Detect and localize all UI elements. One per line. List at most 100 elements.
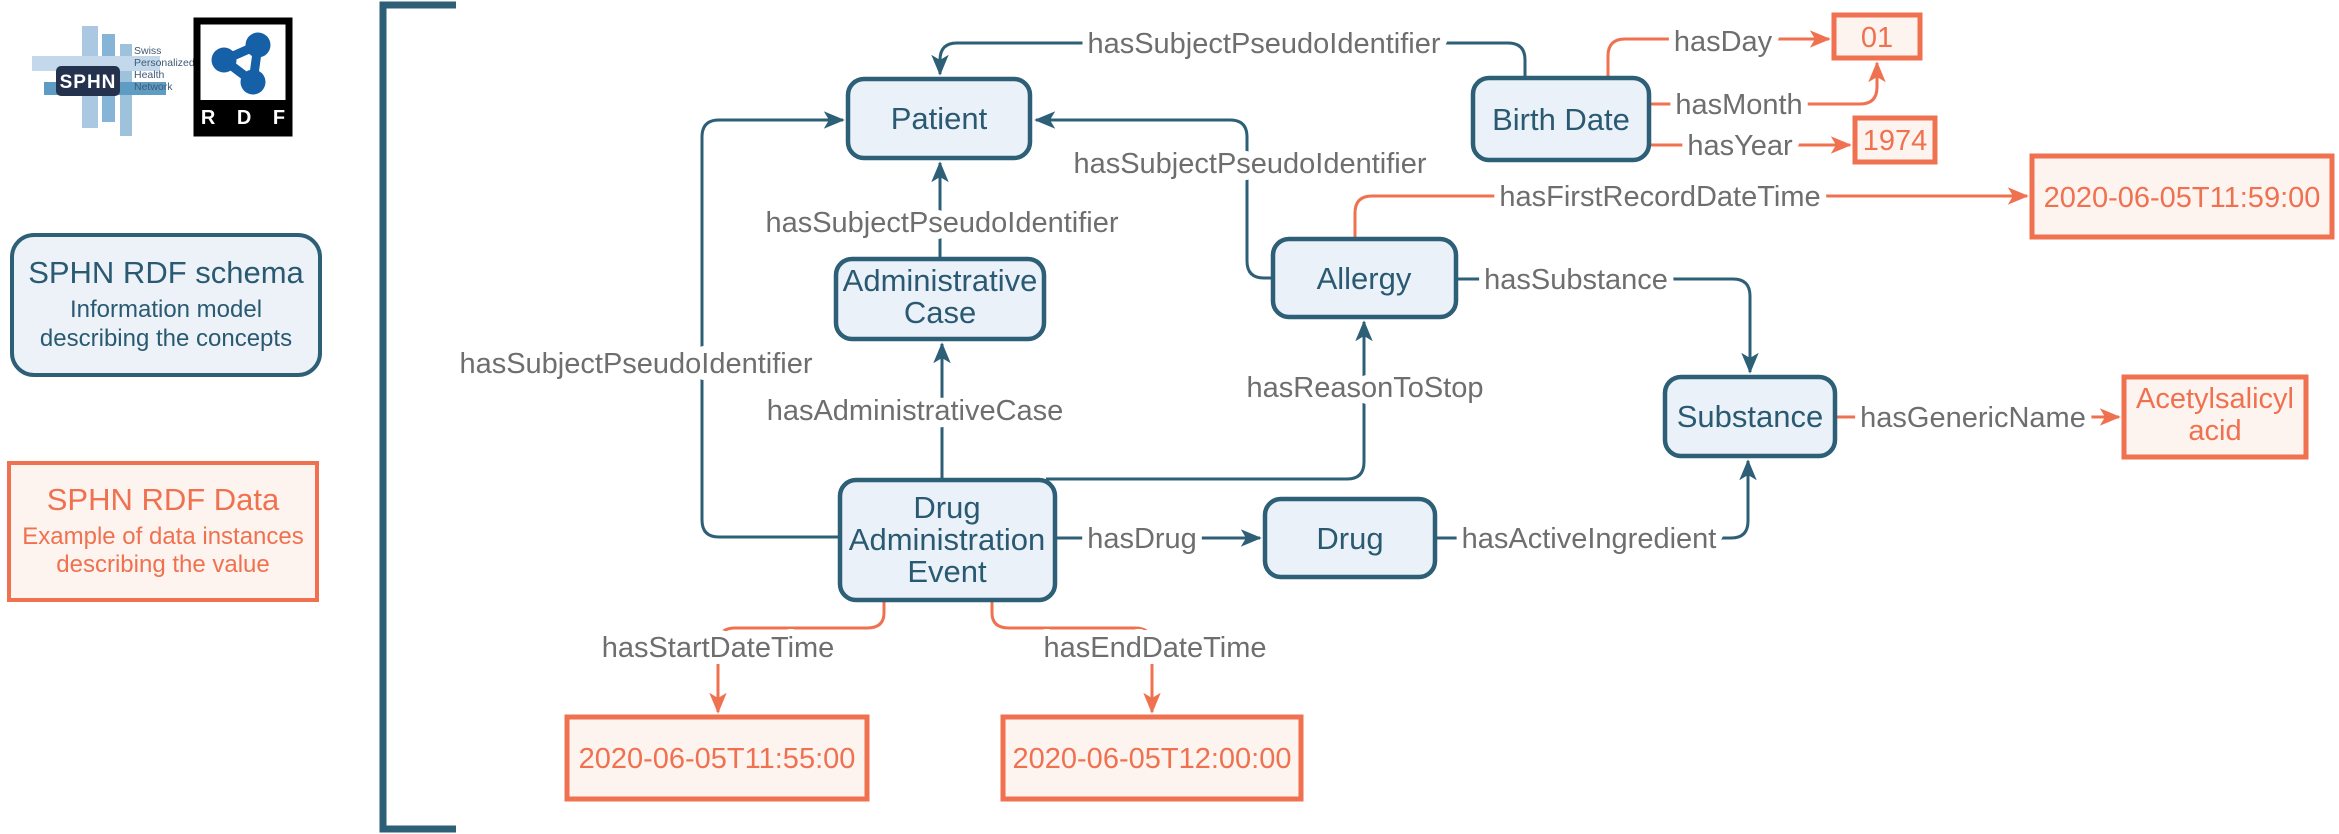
node-birth-date-box — [1470, 75, 1652, 163]
sphn-logo-tagline: Swiss Personalized Health Network — [134, 45, 195, 93]
property-label-hasstartdatetime: hasStartDateTime — [602, 632, 835, 664]
node-administrative-case-label: Administrative — [843, 263, 1038, 298]
property-labels: hasSubjectPseudoIdentifier hasSubjectPse… — [452, 19, 2092, 671]
edge-allergy-hassubstance-substance — [1456, 277, 1759, 374]
value-generic-name: Acetylsalicyl acid — [2121, 374, 2309, 460]
property-label-hasenddatetime: hasEndDateTime — [1044, 632, 1267, 664]
node-allergy-label: Allergy — [1317, 261, 1412, 296]
property-label-hasfirstrecorddatetime: hasFirstRecordDateTime — [1499, 181, 1820, 213]
node-administrative-case: Administrative Case — [833, 256, 1047, 342]
value-first-record-datetime: 2020-06-05T11:59:00 — [2029, 153, 2335, 240]
sphn-logo-badge — [56, 66, 120, 96]
sphn-logo: SPHN Swiss Personalized Health Network — [32, 26, 195, 136]
node-drug-administration-event-label: Event — [907, 554, 987, 589]
node-drug-administration-event: Drug Administration Event — [837, 477, 1058, 603]
edge-dae-hasreasontostop-allergy — [1046, 320, 1373, 481]
edge-birthdate-hasday-value — [1606, 30, 1831, 78]
concept-nodes: Patient Administrative Case Birth Date A… — [833, 75, 1838, 603]
value-start-datetime: 2020-06-05T11:55:00 — [564, 714, 870, 802]
property-label-haspseudoid-admincase: hasSubjectPseudoIdentifier — [765, 207, 1118, 239]
sphn-logo-badge-label: SPHN — [60, 72, 117, 93]
value-end-datetime-box — [1000, 714, 1304, 802]
value-end-datetime: 2020-06-05T12:00:00 — [1000, 714, 1304, 802]
node-allergy: Allergy — [1270, 236, 1459, 320]
property-label-hasyear: hasYear — [1687, 130, 1793, 162]
value-first-record-datetime-box — [2029, 153, 2335, 240]
node-substance-label: Substance — [1677, 399, 1824, 434]
value-year-box — [1852, 115, 1938, 165]
rdf-molecule-atom — [245, 32, 271, 58]
edge-allergy-haspseudoid-patient — [1034, 111, 1273, 280]
legend-schema-description: describing the concepts — [40, 325, 292, 352]
rdf-logo-letters: R D F — [201, 107, 293, 129]
property-label-hasmonth: hasMonth — [1675, 89, 1802, 121]
legend-data-description: Example of data instances — [22, 523, 304, 550]
rdf-molecule-bonds — [219, 40, 263, 87]
value-day: 01 — [1831, 12, 1923, 61]
node-substance: Substance — [1662, 374, 1838, 459]
edge-birthdate-hasmonth-value — [1649, 61, 1886, 106]
property-label-hasdrug: hasDrug — [1087, 523, 1197, 555]
edge-dae-hasenddatetime-value — [990, 600, 1161, 714]
node-drug: Drug — [1262, 496, 1438, 580]
node-allergy-box — [1270, 236, 1459, 320]
edge-allergy-hasfirstrecord-value — [1353, 187, 2029, 239]
legend-data-description: describing the value — [56, 551, 269, 578]
property-label-hasreasontostop: hasReasonToStop — [1247, 372, 1484, 404]
data-values: 01 1974 2020-06-05T11:59:00 Acetylsalicy… — [564, 12, 2335, 802]
property-label-hassubstance: hasSubstance — [1484, 264, 1668, 296]
value-generic-name-text: Acetylsalicyl — [2136, 383, 2294, 415]
sphn-tagline-line: Health — [134, 69, 165, 81]
property-label-hasday: hasDay — [1674, 26, 1773, 58]
value-start-datetime-text: 2020-06-05T11:55:00 — [579, 743, 856, 775]
property-label-hasgenericname: hasGenericName — [1860, 402, 2086, 434]
rdf-logo: R D F — [193, 17, 293, 137]
value-generic-name-text: acid — [2188, 415, 2241, 447]
node-administrative-case-box — [833, 256, 1047, 342]
value-year-text: 1974 — [1863, 125, 1928, 157]
node-patient-label: Patient — [891, 101, 988, 136]
value-day-box — [1831, 12, 1923, 61]
value-generic-name-box — [2121, 374, 2309, 460]
edge-birthdate-haspseudoid-patient — [931, 41, 1527, 78]
edge-dae-haspseudoid-patient — [700, 111, 845, 539]
node-administrative-case-label: Case — [904, 295, 976, 330]
legend-data: SPHN RDF Data Example of data instances … — [7, 461, 319, 602]
data-edges — [709, 30, 2121, 714]
node-patient-box — [845, 76, 1033, 161]
rdf-molecule-atom — [211, 47, 237, 73]
node-drug-administration-event-label: Administration — [849, 522, 1045, 557]
property-label-hasadministrativecase: hasAdministrativeCase — [767, 395, 1064, 427]
rdf-logo-band — [200, 100, 286, 130]
node-substance-box — [1662, 374, 1838, 459]
legend-schema-description: Information model — [70, 296, 262, 323]
sphn-tagline-line: Swiss — [134, 45, 161, 57]
value-first-record-datetime-text: 2020-06-05T11:59:00 — [2044, 182, 2321, 214]
edge-dae-hasstartdatetime-value — [709, 600, 886, 714]
property-label-hasactiveingredient: hasActiveIngredient — [1462, 523, 1717, 555]
sphn-tagline-line: Network — [134, 81, 173, 93]
node-birth-date-label: Birth Date — [1492, 102, 1630, 137]
property-label-haspseudoid-allergy: hasSubjectPseudoIdentifier — [1073, 148, 1426, 180]
property-label-haspseudoid-dae: hasSubjectPseudoIdentifier — [459, 348, 812, 380]
node-birth-date: Birth Date — [1470, 75, 1652, 163]
node-drug-box — [1262, 496, 1438, 580]
legend-schema-title: SPHN RDF schema — [28, 255, 304, 290]
value-start-datetime-box — [564, 714, 870, 802]
sphn-tagline-line: Personalized — [134, 57, 195, 69]
property-label-haspseudoid-birthdate: hasSubjectPseudoIdentifier — [1087, 28, 1440, 60]
edge-drug-hasactiveingredient-substance — [1435, 459, 1757, 540]
legend-schema-box — [10, 233, 322, 377]
node-drug-label: Drug — [1316, 521, 1383, 556]
node-patient: Patient — [845, 76, 1033, 161]
value-day-text: 01 — [1861, 22, 1893, 54]
value-year: 1974 — [1852, 115, 1938, 165]
value-end-datetime-text: 2020-06-05T12:00:00 — [1013, 743, 1292, 775]
legend-data-box — [7, 461, 319, 602]
legend-schema: SPHN RDF schema Information model descri… — [10, 233, 322, 377]
rdf-molecule-atom — [240, 69, 266, 95]
node-drug-administration-event-box — [837, 477, 1058, 603]
diagram-bracket — [379, 1, 456, 833]
